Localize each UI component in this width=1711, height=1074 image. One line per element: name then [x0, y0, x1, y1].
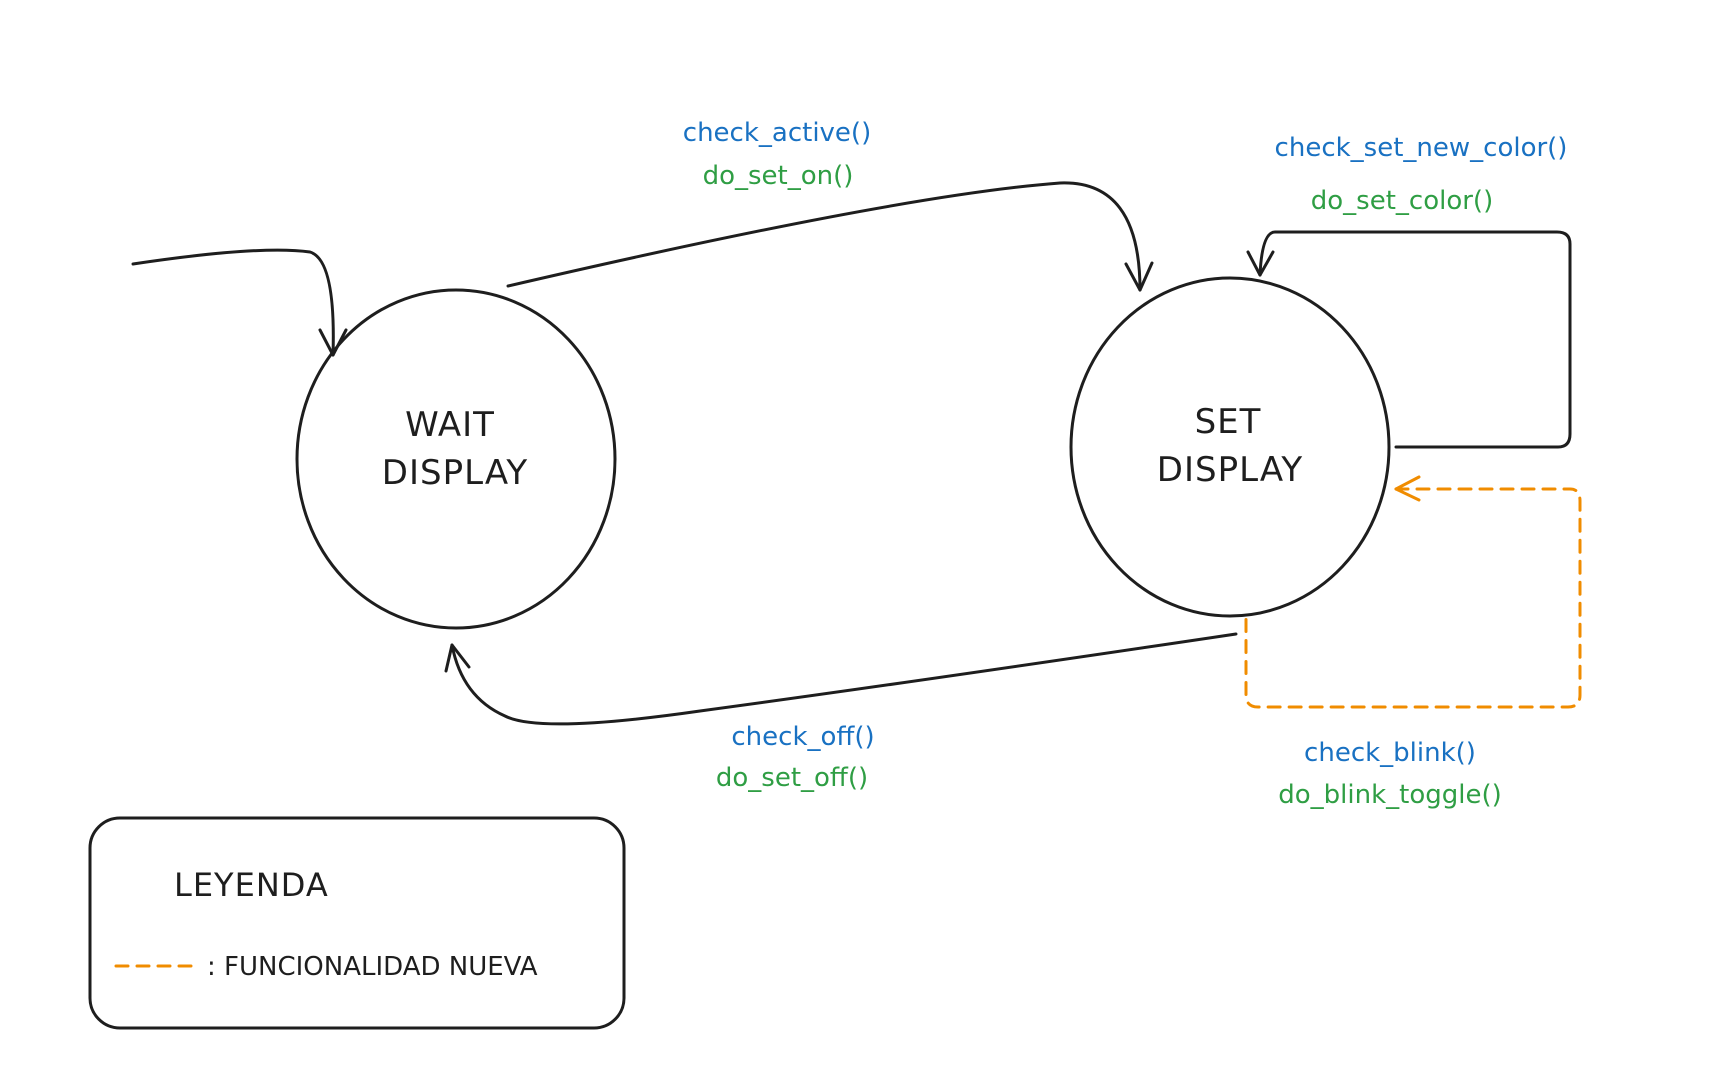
arrowhead	[318, 328, 348, 357]
arrowhead	[1246, 250, 1275, 277]
transition-set-to-wait: check_off() do_set_off()	[444, 632, 1238, 793]
transition-wait-to-set-condition: check_active()	[683, 118, 871, 148]
state-set-display-label-line1: SET	[1195, 402, 1262, 442]
state-set-display-circle	[1069, 276, 1391, 618]
arrowhead	[444, 643, 471, 673]
transition-wait-to-set: check_active() do_set_on()	[506, 118, 1154, 292]
transition-set-blink-loop: check_blink() do_blink_toggle()	[1244, 475, 1582, 810]
transition-wait-to-set-action: do_set_on()	[703, 161, 854, 191]
transition-set-self-loop: check_set_new_color() do_set_color()	[1246, 133, 1572, 449]
state-wait-display: WAIT DISPLAY	[295, 288, 617, 630]
transition-set-self-condition: check_set_new_color()	[1275, 133, 1568, 163]
transition-set-blink-condition: check_blink()	[1304, 738, 1476, 768]
legend-title: LEYENDA	[174, 866, 329, 904]
transition-set-to-wait-action: do_set_off()	[716, 763, 868, 793]
blink-loop-dashed-line	[1244, 487, 1582, 709]
state-set-display-label-line2: DISPLAY	[1157, 450, 1303, 490]
legend: LEYENDA : FUNCIONALIDAD NUEVA	[88, 816, 626, 1030]
state-wait-display-label-line2: DISPLAY	[382, 453, 528, 493]
transition-set-blink-action: do_blink_toggle()	[1278, 780, 1502, 810]
arrowhead	[1394, 475, 1421, 502]
state-wait-display-circle	[295, 288, 617, 630]
transition-set-to-wait-condition: check_off()	[731, 722, 874, 752]
initial-transition-arrow	[131, 248, 348, 357]
arrowhead	[1124, 261, 1154, 292]
legend-box	[88, 816, 626, 1030]
legend-entry-label: : FUNCIONALIDAD NUEVA	[207, 952, 538, 982]
state-set-display: SET DISPLAY	[1069, 276, 1391, 618]
state-wait-display-label-line1: WAIT	[405, 405, 495, 445]
transition-set-self-action: do_set_color()	[1311, 186, 1493, 216]
